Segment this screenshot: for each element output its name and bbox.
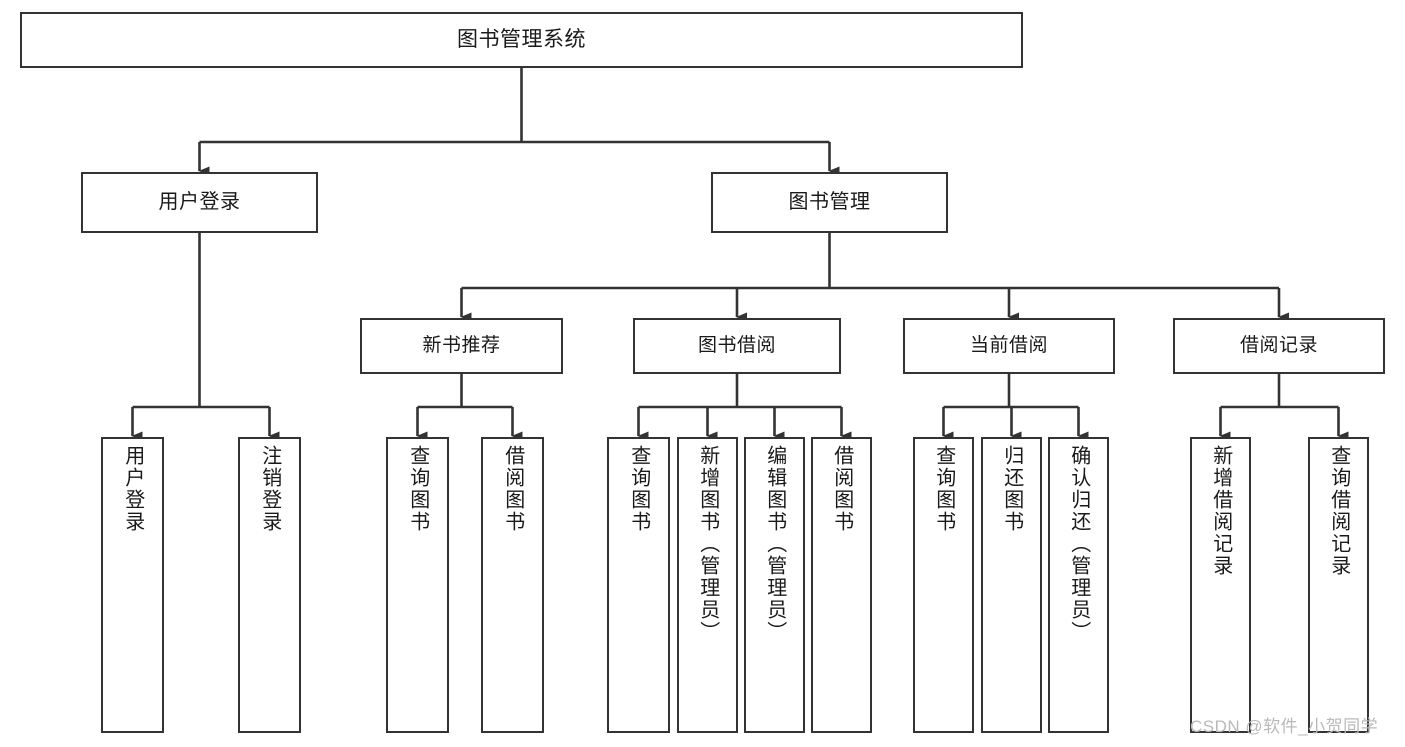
leaf-node-query-books-borrow[interactable]: 查询图书 xyxy=(607,437,670,733)
leaf-node-return-book-label: 归还图书 xyxy=(1000,445,1023,533)
node-new-book-recommendation[interactable]: 新书推荐 xyxy=(360,318,563,374)
leaf-node-logout-label: 注销登录 xyxy=(258,445,281,533)
leaf-node-logout[interactable]: 注销登录 xyxy=(238,437,301,733)
leaf-node-add-borrow-record-label: 新增借阅记录 xyxy=(1209,445,1232,577)
node-book-borrowing[interactable]: 图书借阅 xyxy=(633,318,841,374)
leaf-node-add-book-admin-label: 新增图书（管理员） xyxy=(696,445,719,643)
node-root[interactable]: 图书管理系统 xyxy=(20,12,1023,68)
leaf-node-query-books-current-label: 查询图书 xyxy=(932,445,955,533)
node-book-borrowing-label: 图书借阅 xyxy=(697,334,776,356)
leaf-node-borrow-book[interactable]: 借阅图书 xyxy=(811,437,872,733)
node-new-book-recommendation-label: 新书推荐 xyxy=(422,334,501,356)
leaf-node-borrow-book-label: 借阅图书 xyxy=(830,445,853,533)
node-root-label: 图书管理系统 xyxy=(457,27,586,51)
leaf-node-add-borrow-record[interactable]: 新增借阅记录 xyxy=(1190,437,1251,733)
node-user-login-label: 用户登录 xyxy=(158,190,241,213)
node-book-management[interactable]: 图书管理 xyxy=(711,172,948,233)
leaf-node-borrow-books-recommend[interactable]: 借阅图书 xyxy=(481,437,544,733)
leaf-node-user-login[interactable]: 用户登录 xyxy=(101,437,164,733)
leaf-node-add-book-admin[interactable]: 新增图书（管理员） xyxy=(677,437,738,733)
leaf-node-edit-book-admin-label: 编辑图书（管理员） xyxy=(763,445,786,643)
leaf-node-query-books-current[interactable]: 查询图书 xyxy=(913,437,974,733)
node-current-borrowing[interactable]: 当前借阅 xyxy=(903,318,1115,374)
leaf-node-query-books-recommend[interactable]: 查询图书 xyxy=(386,437,449,733)
node-borrowing-records[interactable]: 借阅记录 xyxy=(1173,318,1385,374)
leaf-node-return-book[interactable]: 归还图书 xyxy=(981,437,1042,733)
leaf-node-borrow-books-recommend-label: 借阅图书 xyxy=(501,445,524,533)
connector-edges xyxy=(131,68,1349,441)
leaf-node-query-borrow-record-label: 查询借阅记录 xyxy=(1327,445,1350,577)
leaf-node-user-login-label: 用户登录 xyxy=(121,445,144,533)
leaf-node-query-books-borrow-label: 查询图书 xyxy=(627,445,650,533)
leaf-node-query-books-recommend-label: 查询图书 xyxy=(406,445,429,533)
node-current-borrowing-label: 当前借阅 xyxy=(969,334,1048,356)
node-borrowing-records-label: 借阅记录 xyxy=(1239,334,1318,356)
node-book-management-label: 图书管理 xyxy=(788,190,871,213)
leaf-node-query-borrow-record[interactable]: 查询借阅记录 xyxy=(1308,437,1369,733)
leaf-node-edit-book-admin[interactable]: 编辑图书（管理员） xyxy=(744,437,805,733)
leaf-node-confirm-return-admin-label: 确认归还（管理员） xyxy=(1067,445,1090,643)
node-user-login[interactable]: 用户登录 xyxy=(81,172,318,233)
leaf-node-confirm-return-admin[interactable]: 确认归还（管理员） xyxy=(1048,437,1109,733)
csdn-watermark: CSDN @软件_小贺同学 xyxy=(1190,717,1379,736)
